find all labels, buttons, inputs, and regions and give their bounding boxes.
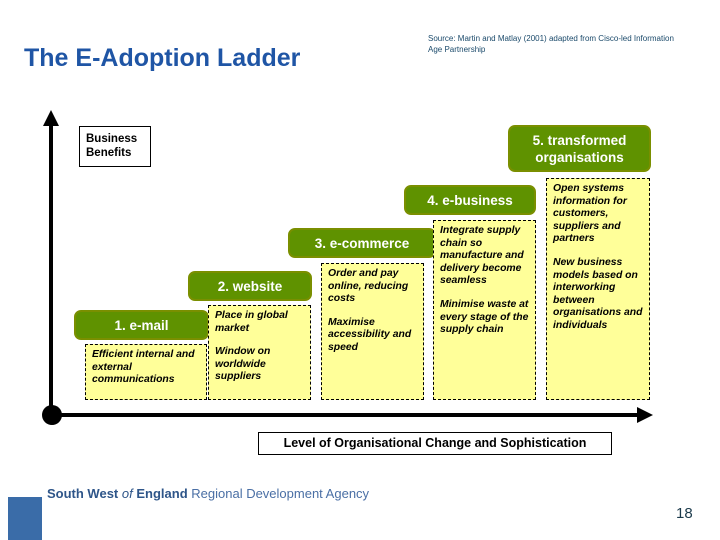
- footer-logo: South West of England Regional Developme…: [47, 486, 369, 501]
- step-label-4[interactable]: 4. e-business: [404, 185, 536, 215]
- logo-agency: Regional Development Agency: [191, 486, 370, 501]
- logo-south-west: South West: [47, 486, 119, 501]
- benefit-text: Order and pay online, reducing costs: [328, 268, 409, 305]
- step-label-2[interactable]: 2. website: [188, 271, 312, 301]
- benefit-text: Integrate supply chain so manufacture an…: [440, 225, 524, 287]
- step-label-3[interactable]: 3. e-commerce: [288, 228, 436, 258]
- step-details-2: Place in global market Window on worldwi…: [208, 305, 311, 400]
- axis-origin-dot: [42, 405, 62, 425]
- logo-of: of: [121, 486, 133, 501]
- x-axis-label: Level of Organisational Change and Sophi…: [258, 432, 612, 455]
- benefit-text: Place in global market: [215, 310, 288, 334]
- x-axis-arrowhead: [637, 407, 653, 423]
- step-label-1[interactable]: 1. e-mail: [74, 310, 209, 340]
- logo-england: England: [136, 486, 188, 501]
- benefit-text: Maximise accessibility and speed: [328, 316, 412, 353]
- step-label-5[interactable]: 5. transformed organisations: [508, 125, 651, 172]
- benefit-text: Window on worldwide suppliers: [215, 346, 271, 383]
- step-details-4: Integrate supply chain so manufacture an…: [433, 220, 536, 400]
- brand-square: [8, 497, 42, 540]
- step-details-1: Efficient internal and external communic…: [85, 344, 207, 400]
- benefit-text: Open systems information for customers, …: [553, 183, 627, 245]
- step-details-3: Order and pay online, reducing costs Max…: [321, 263, 424, 400]
- y-axis-label: Business Benefits: [79, 126, 151, 167]
- page-title: The E-Adoption Ladder: [24, 44, 301, 72]
- benefit-text: New business models based on interworkin…: [553, 256, 643, 331]
- y-axis-line: [49, 122, 53, 418]
- benefit-text: Efficient internal and external communic…: [92, 349, 195, 386]
- x-axis-line: [51, 413, 641, 417]
- step-details-5: Open systems information for customers, …: [546, 178, 650, 400]
- benefit-text: Minimise waste at every stage of the sup…: [440, 298, 529, 336]
- source-citation: Source: Martin and Matlay (2001) adapted…: [428, 34, 674, 54]
- page-number: 18: [676, 505, 693, 522]
- y-axis-arrowhead: [43, 110, 59, 126]
